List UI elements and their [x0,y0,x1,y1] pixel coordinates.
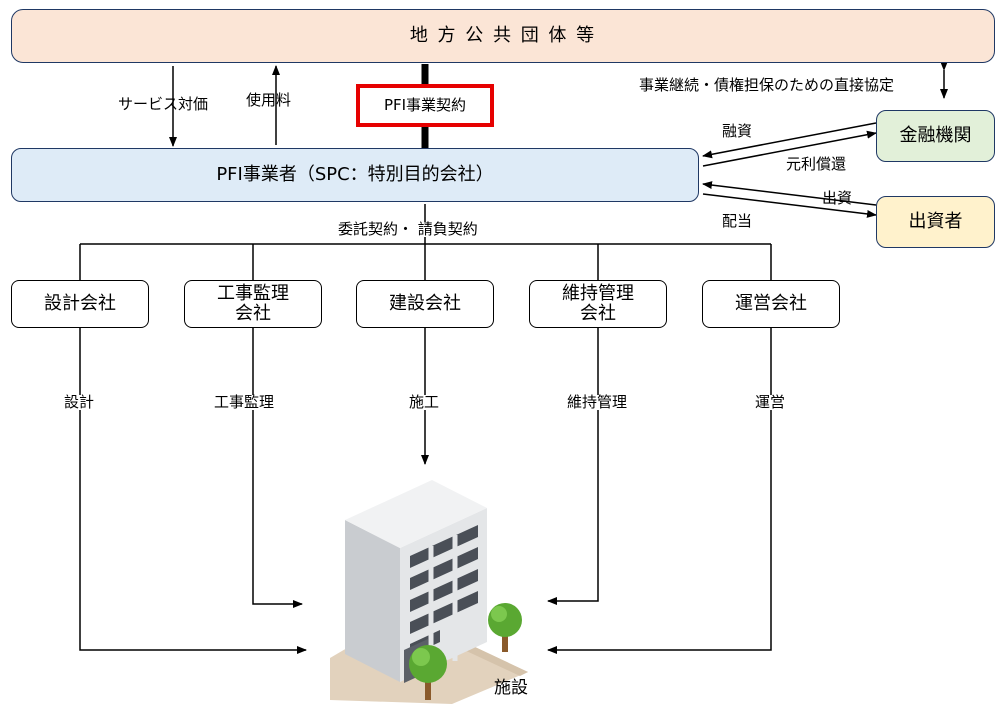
supervision-flow-label: 工事監理 [214,393,275,411]
operation-flow-label: 運営 [755,393,786,411]
operation-company-box: 運営会社 [702,280,840,328]
dividend-arrow [702,193,877,218]
design-company-box: 設計会社 [11,280,149,328]
pfi-contract-label: PFI事業契約 [383,96,467,115]
design-flow-label: 設計 [64,393,95,411]
maintenance-company-box: 維持管理 会社 [529,280,667,328]
financial-institution-box: 金融機関 [876,110,995,162]
government-label: 地 方 公 共 団 体 等 [409,25,597,47]
investment-label: 出資 [822,189,853,207]
direct-agreement-label: 事業継続・債権担保のための直接協定 [639,76,895,94]
investor-box: 出資者 [876,196,995,248]
maintenance-flow-label: 維持管理 [567,393,628,411]
supervision-flow-arrow [252,328,303,608]
repayment-label: 元利償還 [786,155,847,173]
investor-label: 出資者 [908,211,963,233]
maintenance-flow-arrow [547,328,599,605]
investment-arrow [702,181,877,206]
spc-box: PFI事業者（SPC：特別目的会社） [11,148,699,202]
pfi-contract-box: PFI事業契約 [356,84,494,127]
construction-company-label: 建設会社 [389,293,461,315]
design-company-label: 設計会社 [44,293,116,315]
operation-flow-arrow [547,328,772,654]
subcontract-label: 委託契約・ 請負契約 [338,220,478,238]
maintenance-company-label-line1: 維持管理 [562,283,634,305]
financial-institution-label: 金融機関 [899,125,972,147]
supervision-company-box: 工事監理 会社 [184,280,322,328]
facility-label: 施設 [494,678,528,698]
design-flow-arrow [79,328,307,654]
supervision-company-label-line1: 工事監理 [217,283,289,305]
operation-company-label: 運営会社 [735,293,807,315]
spc-label: PFI事業者（SPC：特別目的会社） [216,164,494,186]
construction-company-box: 建設会社 [356,280,494,328]
service-payment-label: サービス対価 [118,95,209,113]
maintenance-company-label-line2: 会社 [580,303,616,324]
facility-building-illustration [330,480,528,704]
supervision-company-label-line2: 会社 [235,303,271,324]
loan-label: 融資 [722,122,753,140]
dividend-label: 配当 [722,212,753,230]
loan-arrow [702,122,877,159]
usage-fee-label: 使用料 [246,91,292,109]
construction-flow-label: 施工 [409,393,440,411]
repayment-arrow [702,130,877,167]
government-box: 地 方 公 共 団 体 等 [11,9,995,63]
